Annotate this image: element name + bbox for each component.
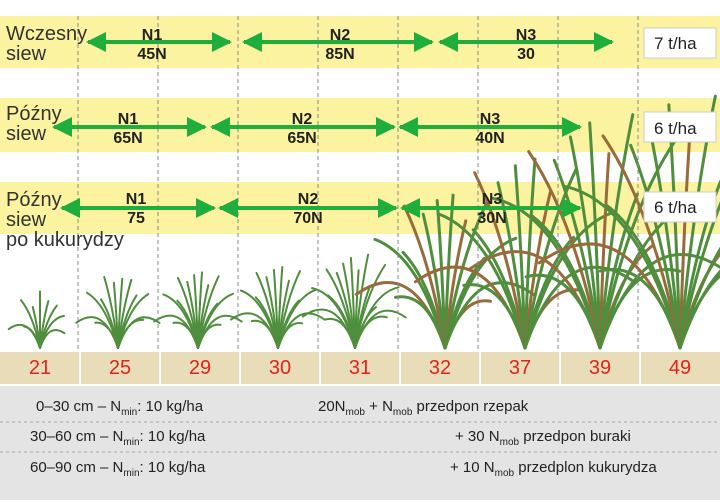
stage-39: 39: [588, 357, 612, 379]
stage-21: 21: [28, 357, 52, 379]
soil-row-60-90: 60–90 cm – Nmin: 10 kg/ha: [30, 459, 206, 479]
plant-stage-49: [537, 94, 720, 350]
plant-stage-25: [75, 276, 161, 349]
yield-box-3: [643, 191, 717, 223]
stage-32: 32: [428, 357, 452, 379]
soil-note-0-30: 20Nmob + Nmob przedpon rzepak: [318, 398, 529, 418]
soil-panel: [0, 386, 720, 500]
yield-box-2: [643, 111, 717, 143]
plant-stage-30: [230, 266, 326, 349]
stage-bar: [0, 352, 720, 384]
yield-late: 6 t/ha: [654, 119, 697, 138]
stage-29: 29: [188, 357, 212, 379]
stage-25: 25: [108, 357, 132, 379]
stage-31: 31: [348, 357, 372, 379]
plant-stage-31: [301, 253, 407, 349]
plant-stage-37: [413, 157, 636, 350]
yield-early: 7 t/ha: [654, 34, 697, 53]
soil-note-60-90: + 10 Nmob przedplon kukurydza: [450, 459, 657, 479]
yield-box-1: [643, 27, 717, 59]
stage-30: 30: [268, 357, 292, 379]
plant-stage-29: [153, 271, 243, 349]
yield-late-maize: 6 t/ha: [654, 198, 697, 217]
soil-note-30-60: + 30 Nmob przedpon buraki: [455, 428, 631, 448]
stage-49: 49: [668, 357, 692, 379]
soil-row-30-60: 30–60 cm – Nmin: 10 kg/ha: [30, 428, 206, 448]
stage-37: 37: [508, 357, 532, 379]
plant-stage-21: [7, 290, 66, 349]
soil-row-0-30: 0–30 cm – Nmin: 10 kg/ha: [36, 398, 204, 418]
